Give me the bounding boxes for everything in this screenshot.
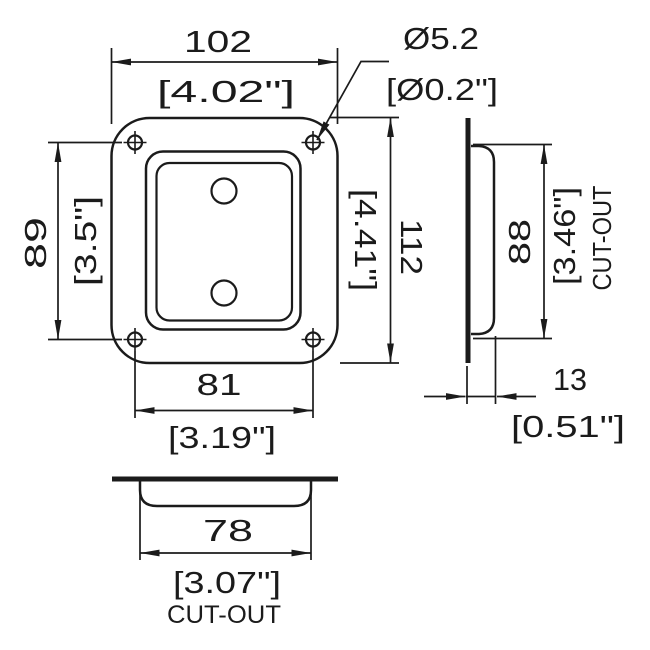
dim-cutout-width-mm: 78 [203, 513, 253, 548]
front-view [110, 116, 339, 365]
leader-line [316, 60, 389, 141]
dim-hole-spacing-horizontal: 81 [3.19"] [134, 351, 314, 455]
screw-hole-bottom-right [301, 328, 325, 351]
dim-hspacing-mm: 81 [197, 367, 242, 402]
dim-vspacing-inch: [3.5"] [68, 196, 103, 286]
dim-overall-width: 102 [4.02"] [110, 24, 339, 124]
cutout-label-bottom: CUT-OUT [167, 601, 281, 629]
dim-hole-dia-mm: Ø5.2 [403, 21, 479, 56]
dim-width-inch: [4.02"] [157, 74, 295, 109]
dim-height-mm: 112 [394, 219, 429, 275]
dim-cutout-width-inch: [3.07"] [173, 565, 281, 600]
side-recess-profile [471, 144, 496, 336]
dim-overall-depth: 13 [0.51"] [424, 336, 625, 444]
dim-cutout-width: 78 [3.07"] CUT-OUT [139, 484, 312, 629]
dim-depth-mm: 13 [553, 362, 587, 397]
screw-hole-top-left [123, 131, 147, 154]
plate-outline [110, 116, 339, 365]
dim-cutout-height-mm: 88 [502, 219, 537, 265]
dim-overall-height: 112 [4.41"] [330, 116, 429, 364]
bottom-recess-profile [138, 481, 313, 508]
screw-hole-top-right [301, 131, 325, 154]
bottom-view [112, 476, 338, 508]
dim-cutout-height-inch: [3.46"] [547, 187, 582, 285]
dim-hole-diameter: Ø5.2 [Ø0.2"] [316, 21, 498, 141]
screw-hole-bottom-left [123, 328, 147, 351]
cutout-label-side: CUT-OUT [587, 185, 617, 290]
dim-height-inch: [4.41"] [348, 189, 383, 291]
dish-hole-top [210, 177, 238, 205]
recess-inner-edge [155, 161, 294, 322]
dim-vspacing-mm: 89 [18, 217, 53, 269]
dim-cutout-height: 88 [3.46"] CUT-OUT [473, 143, 617, 340]
side-view [465, 118, 496, 363]
dim-width-mm: 102 [184, 24, 252, 59]
dim-hole-dia-inch: [Ø0.2"] [386, 72, 498, 107]
dish-hole-bottom [210, 279, 238, 307]
dim-hole-spacing-vertical: 89 [3.5"] [18, 141, 122, 341]
dim-hspacing-inch: [3.19"] [168, 420, 276, 455]
recess-outer-edge [144, 150, 302, 331]
dim-depth-inch: [0.51"] [511, 409, 625, 444]
